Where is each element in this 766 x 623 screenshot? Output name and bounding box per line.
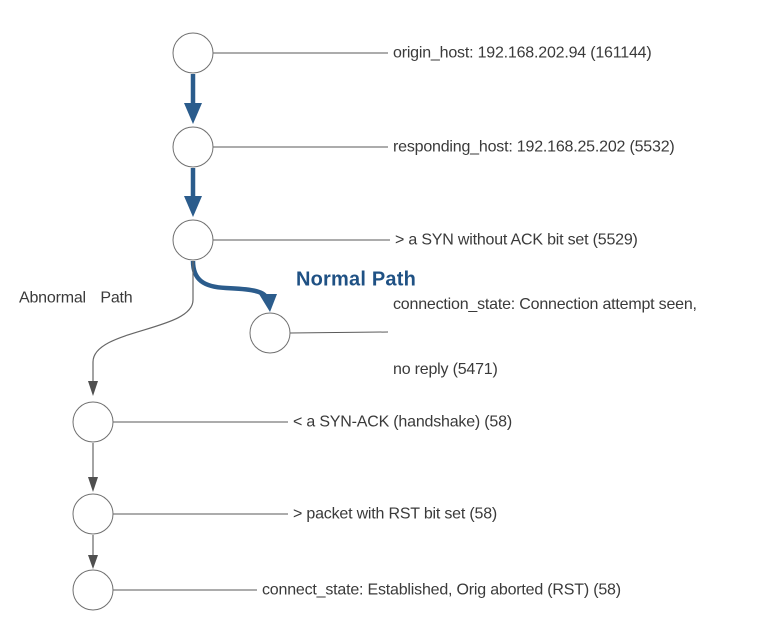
node-connect-state (72, 569, 114, 611)
label-syn-ack: < a SYN-ACK (handshake) (58) (293, 413, 512, 431)
label-abnormal-path: Abnormal Path (19, 289, 133, 307)
edge-rst-to-connectstate (88, 535, 98, 569)
node-syn-without-ack (172, 219, 214, 261)
node-connection-state (249, 312, 291, 354)
label-connection-state-line2: no reply (5471) (393, 360, 498, 378)
edge-responding-to-syn (184, 168, 202, 217)
edge-origin-to-responding (184, 74, 202, 124)
node-origin-host (172, 32, 214, 74)
label-normal-path: Normal Path (296, 268, 417, 291)
label-line-connection-state (289, 331, 389, 334)
edge-abnormal-branch (88, 261, 194, 396)
node-responding-host (172, 126, 214, 168)
label-responding-host: responding_host: 192.168.25.202 (5532) (393, 138, 675, 156)
label-connection-state: connection_state: Connection attempt see… (393, 251, 697, 423)
label-connection-state-line1: connection_state: Connection attempt see… (393, 296, 697, 313)
edge-synack-to-rst (88, 443, 98, 492)
label-origin-host: origin_host: 192.168.202.94 (161144) (393, 44, 652, 62)
edge-normal-branch (190, 260, 277, 312)
label-syn-without-ack: > a SYN without ACK bit set (5529) (395, 231, 638, 249)
node-syn-ack (72, 401, 114, 443)
node-rst-packet (72, 493, 114, 535)
label-connect-state: connect_state: Established, Orig aborted… (262, 581, 621, 599)
label-rst-packet: > packet with RST bit set (58) (293, 505, 498, 523)
